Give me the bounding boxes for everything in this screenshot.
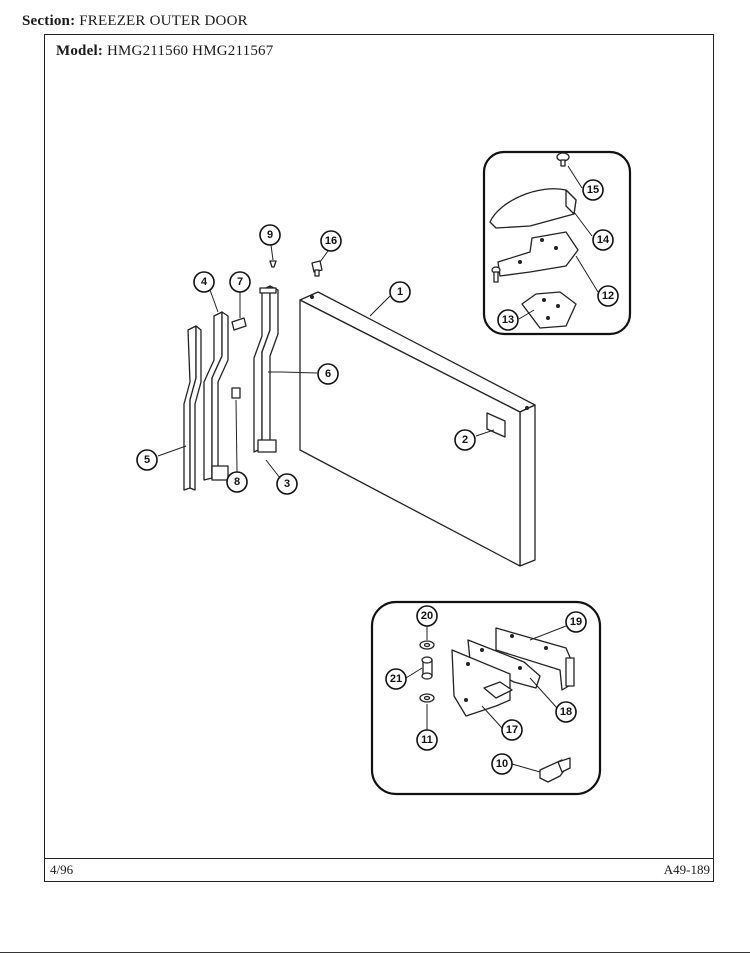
model-numbers: HMG211560 HMG211567	[106, 43, 274, 59]
svg-text:20: 20	[421, 610, 433, 622]
callout-15: 15	[582, 179, 604, 201]
leader-17	[481, 705, 503, 729]
leader-8	[235, 399, 238, 473]
handle-bracket	[203, 311, 229, 481]
svg-text:16: 16	[325, 235, 337, 247]
callout-10: 10	[491, 753, 513, 775]
hinge-base	[451, 649, 513, 717]
svg-text:5: 5	[144, 454, 150, 466]
leader-12	[575, 255, 599, 293]
svg-text:8: 8	[234, 476, 240, 488]
handle-clip	[231, 317, 247, 331]
svg-text:19: 19	[570, 616, 582, 628]
callout-14: 14	[592, 229, 614, 251]
svg-text:14: 14	[597, 234, 610, 246]
svg-text:12: 12	[602, 290, 614, 302]
svg-text:1: 1	[397, 286, 403, 298]
leader-10	[511, 763, 541, 773]
leader-13	[518, 309, 535, 320]
svg-text:4: 4	[201, 276, 208, 288]
hinge-cap	[489, 188, 577, 229]
washer	[419, 693, 435, 703]
screw	[269, 260, 277, 268]
hinge-pin-lower	[421, 656, 433, 680]
svg-text:3: 3	[284, 478, 290, 490]
footer-drawing-code: A49-189	[663, 862, 710, 877]
cap-plug	[556, 152, 570, 167]
callout-12: 12	[597, 285, 619, 307]
callout-5: 5	[136, 449, 158, 471]
leader-5	[157, 445, 187, 457]
callout-4: 4	[193, 271, 215, 293]
handle-spacer	[231, 387, 241, 399]
callout-20: 20	[416, 605, 438, 627]
section-label: Section:	[22, 13, 76, 29]
hinge-bushing	[419, 640, 435, 650]
bottom-hinge-inset	[370, 600, 602, 796]
section-heading: Section: FREEZER OUTER DOOR	[22, 13, 248, 30]
callout-7: 7	[229, 271, 251, 293]
hinge-shim	[521, 291, 577, 329]
svg-text:13: 13	[502, 314, 514, 326]
svg-text:7: 7	[237, 276, 243, 288]
footer-rule	[44, 858, 714, 859]
callout-13: 13	[497, 309, 519, 331]
door-panel	[299, 291, 536, 567]
svg-text:18: 18	[560, 706, 572, 718]
hinge-channel	[253, 285, 279, 453]
svg-text:2: 2	[462, 434, 468, 446]
callout-8: 8	[226, 471, 248, 493]
callout-21: 21	[385, 668, 407, 690]
callout-17: 17	[501, 719, 523, 741]
leader-6	[281, 371, 318, 374]
svg-text:6: 6	[325, 368, 331, 380]
svg-text:11: 11	[421, 734, 433, 746]
top-hinge-inset	[482, 150, 632, 336]
door-stop	[539, 757, 571, 783]
svg-text:9: 9	[267, 229, 273, 241]
leader-14	[573, 211, 593, 237]
model-label: Model:	[56, 43, 104, 59]
leader-18	[529, 677, 558, 709]
leader-9	[270, 244, 274, 261]
callout-16: 16	[320, 230, 342, 252]
leader-1	[369, 295, 391, 317]
diagram-frame	[44, 34, 714, 882]
svg-text:10: 10	[496, 758, 508, 770]
svg-text:15: 15	[587, 184, 599, 196]
leader-4	[209, 289, 219, 313]
model-heading: Model: HMG211560 HMG211567	[56, 43, 273, 60]
door-handle	[183, 325, 202, 491]
leader-3	[265, 459, 281, 479]
leader-21	[405, 667, 423, 679]
callout-6: 6	[317, 363, 339, 385]
leader-15	[567, 165, 583, 189]
top-hinge	[491, 231, 579, 283]
svg-text:21: 21	[390, 673, 402, 685]
callout-18: 18	[555, 701, 577, 723]
bottom-rule	[0, 952, 750, 953]
callout-2: 2	[454, 429, 476, 451]
svg-text:17: 17	[506, 724, 518, 736]
footer-date: 4/96	[50, 862, 74, 877]
lower-hinge-bracket	[495, 627, 575, 691]
callout-9: 9	[259, 224, 281, 246]
section-title: FREEZER OUTER DOOR	[79, 13, 248, 29]
callout-1: 1	[389, 281, 411, 303]
hinge-pin	[311, 260, 323, 277]
leader-2	[475, 429, 495, 437]
callout-11: 11	[416, 729, 438, 751]
callout-19: 19	[565, 611, 587, 633]
callout-3: 3	[276, 473, 298, 495]
leader-19	[529, 625, 567, 641]
leader-16	[319, 250, 329, 263]
